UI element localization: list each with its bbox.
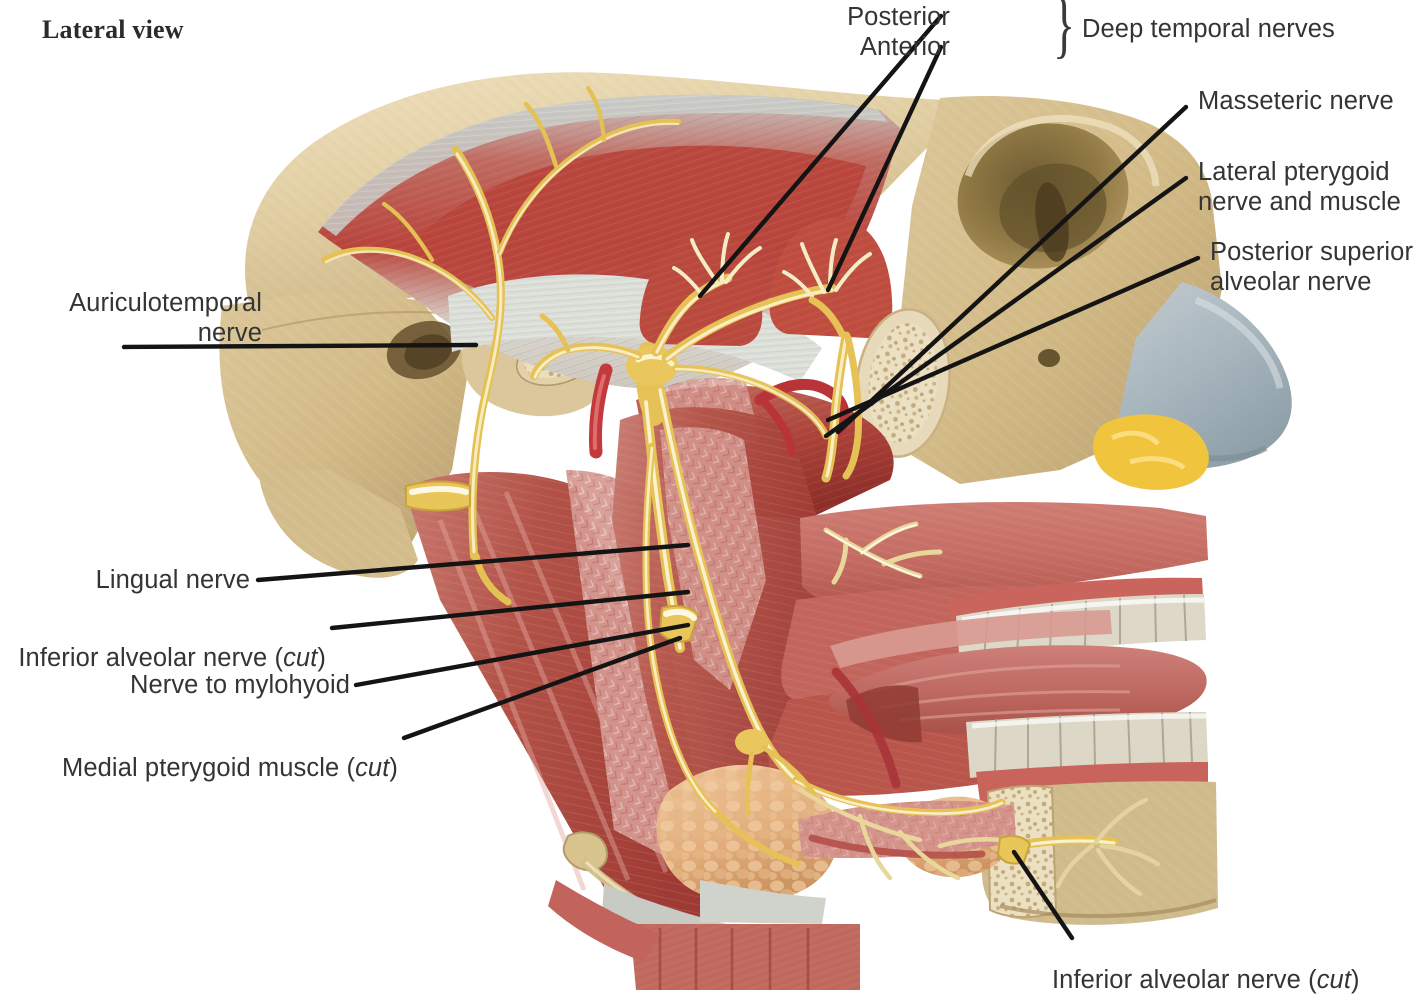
psa-second-branch [842, 334, 862, 480]
label-medial-pterygoid-muscle-cut: Medial pterygoid muscle (cut) [0, 723, 398, 783]
label-posterior-superior-alveolar-nerve: Posterior superior alveolar nerve [1210, 238, 1414, 296]
brace-glyph: } [1053, 0, 1076, 66]
mandible-inferior-border [999, 898, 1217, 918]
arteries-group [589, 363, 986, 859]
auriculotemporal-twig-c [381, 201, 435, 263]
leader-lines [121, 13, 1201, 941]
facial-skeleton-group [855, 96, 1292, 490]
submandibular-ganglion [735, 729, 769, 755]
label-text-tail: ) [389, 754, 398, 782]
nerve-nexus-highlight [635, 354, 675, 367]
label-text-tail: ) [1351, 966, 1360, 994]
lingual-artery [808, 834, 986, 859]
label-deep-temporal-anterior: Anterior [859, 33, 950, 61]
masseteric-nerve-twig [539, 313, 571, 353]
label-text-emphasis: cut [355, 754, 390, 782]
lower-muscle-strip-left [548, 880, 660, 962]
facial-artery [831, 667, 901, 789]
psa-root [808, 296, 846, 338]
leader-masseteric-nerve [835, 104, 1189, 435]
label-inferior-alveolar-nerve-cut-mandible: Inferior alveolar nerve (cut) [1052, 935, 1360, 995]
temporal-fascia-streaks [322, 94, 888, 236]
mastoid-grain [258, 470, 418, 578]
label-text-emphasis: cut [1316, 966, 1352, 994]
orbital-rim-highlight [964, 114, 1160, 187]
auriculotemporal-branch-anterior-core [324, 250, 494, 320]
leader-inferior-alveolar-cut [329, 589, 691, 631]
infraorbital-foramen [1038, 349, 1060, 367]
oral-vestibule-shadow [846, 685, 922, 743]
leader-medial-pterygoid-cut [401, 635, 683, 741]
leader-nerve-to-mylohyoid [353, 622, 691, 688]
label-text-main: Medial pterygoid muscle ( [62, 754, 356, 782]
buccal-fat-lobules [1110, 430, 1186, 471]
buccal-nerve-branch-cores [825, 524, 921, 578]
squamous-suture [261, 310, 453, 331]
auriculotemporal-branch-superior-core [498, 122, 680, 256]
lateral-pterygoid-nerve-core [674, 367, 828, 439]
label-nerve-to-mylohyoid: Nerve to mylohyoid [129, 671, 350, 699]
label-lateral-pterygoid-nerve-and-muscle: Lateral pterygoid nerve and muscle [1198, 158, 1401, 216]
mental-nerve-branchlets [1055, 797, 1161, 897]
deep-temporal-posterior-branchlets [672, 232, 762, 294]
label-text-tail: ) [317, 644, 326, 672]
label-auriculotemporal-nerve: Auriculotemporal nerve [69, 289, 262, 347]
lower-face-nerve-plexus [797, 787, 1005, 881]
nasal-cartilage-highlight [1194, 296, 1284, 389]
label-lingual-nerve: Lingual nerve [95, 566, 250, 594]
label-text-main: Inferior alveolar nerve ( [1052, 966, 1317, 994]
leader-lingual-nerve [255, 542, 691, 583]
leader-deep-temporal-anterior [825, 44, 944, 293]
label-deep-temporal-posterior: Posterior [847, 3, 950, 31]
middle-meningeal-artery [754, 378, 850, 438]
leader-inferior-alveolar-cut-2 [1011, 849, 1075, 941]
auriculotemporal-twig-b [585, 85, 607, 143]
leader-posterior-superior-alv [825, 255, 1201, 423]
infrahyoid-striations [658, 928, 810, 990]
label-inferior-alveolar-nerve-cut: Inferior alveolar nerve (cut) [0, 613, 326, 673]
tongue [828, 645, 1207, 735]
hyoid-bone [562, 831, 608, 872]
infrahyoid-fibers [630, 924, 860, 990]
page-title: Lateral view [42, 15, 184, 44]
mylohyoid-nerve-distal [715, 811, 801, 867]
sphenopalatine-branch [762, 400, 796, 456]
label-text-emphasis: cut [283, 644, 318, 672]
hard-palate-strip [830, 610, 1112, 668]
auriculotemporal-twig-a [523, 101, 559, 169]
leader-auriculotemporal [121, 342, 479, 350]
nerves-group [321, 85, 1161, 897]
auriculotemporal-cut-stump [405, 480, 471, 512]
inferior-alveolar-cut-stump-mandible [997, 835, 1031, 865]
ganglion-branches [744, 745, 817, 817]
deep-temporal-nerve-anterior-core [665, 288, 834, 361]
label-deep-temporal-nerves-title: Deep temporal nerves [1082, 15, 1335, 43]
mandibular-teeth [966, 711, 1208, 778]
leader-deep-temporal-posterior [697, 13, 944, 299]
auriculotemporal-nerve-core [455, 152, 503, 554]
label-text-main: Inferior alveolar nerve ( [18, 644, 284, 672]
nerve-to-mylohyoid-core [644, 446, 720, 816]
inferior-alveolar-nerve-cut-stump [659, 605, 699, 643]
lingual-nerve-to-tongue-core [794, 779, 1004, 815]
maxillary-artery-highlight [592, 374, 606, 450]
label-masseteric-nerve: Masseteric nerve [1198, 87, 1394, 115]
thyrohyoid-membrane [700, 880, 826, 924]
